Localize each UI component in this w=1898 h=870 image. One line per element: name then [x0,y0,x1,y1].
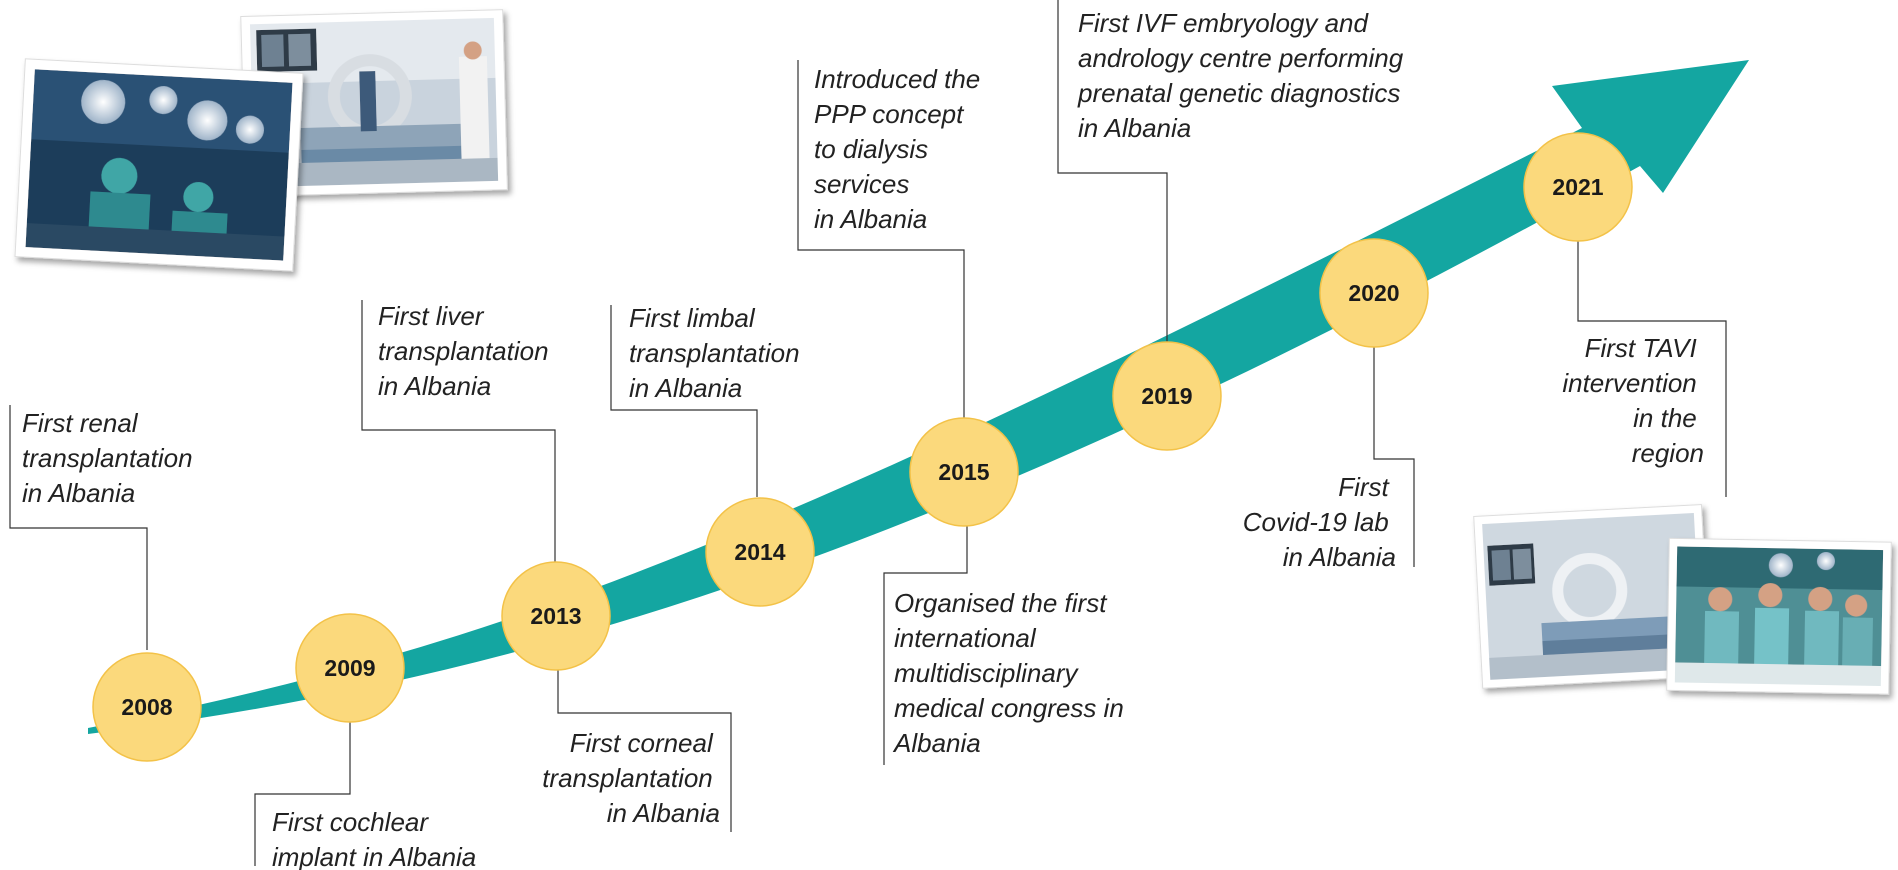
description-line: in the [1633,403,1697,433]
description-line: in Albania [814,204,927,234]
photo-cath-lab-top-left [240,9,508,197]
description-line: transplantation [629,338,800,368]
milestone-description-2014: First limbal transplantation in Albania [629,303,807,403]
description-line: First corneal [570,728,714,758]
description-line: First TAVI [1585,333,1697,363]
leader-2021 [1577,240,1727,497]
leader-2019 [1057,0,1168,350]
description-line: in Albania [607,798,720,828]
milestone-description-2020: First Covid-19 lab in Albania [1243,472,1396,572]
description-line: in Albania [629,373,742,403]
description-line: PPP concept [814,99,965,129]
description-line: Introduced the [814,64,980,94]
milestone-node-2008: 2008 [92,652,202,762]
description-line: First liver [378,301,485,331]
photo-operating-room [14,58,304,272]
description-line: First IVF embryology and [1078,8,1370,38]
milestone-description-2015-ppp: Introduced the PPP concept to dialysis s… [814,64,987,234]
milestone-description-2009: First cochlear implant in Albania [272,807,476,870]
description-line: to dialysis [814,134,928,164]
description-line: in Albania [1283,542,1396,572]
description-line: First limbal [629,303,756,333]
description-line: in Albania [22,478,135,508]
milestone-node-2015: 2015 [909,417,1019,527]
leader-2013-liver [361,300,556,562]
description-line: Covid-19 lab [1243,507,1389,537]
description-line: transplantation [378,336,549,366]
milestone-description-2021: First TAVI intervention in the region [1562,333,1704,468]
milestone-description-2013-liver: First liver transplantation in Albania [378,301,556,401]
leader-2009 [254,720,351,866]
milestone-description-2013-corneal: First corneal transplantation in Albania [542,728,720,828]
description-line: multidisciplinary [894,658,1079,688]
photo-surgical-team [1666,537,1892,695]
description-line: transplantation [542,763,713,793]
description-line: in Albania [1078,113,1191,143]
description-line: international [894,623,1037,653]
year-label: 2015 [938,459,989,485]
leader-2014 [610,305,758,497]
year-label: 2014 [734,539,785,565]
milestone-node-2019: 2019 [1112,341,1222,451]
description-line: First cochlear [272,807,429,837]
description-line: transplantation [22,443,193,473]
milestone-node-2013: 2013 [501,561,611,671]
description-line: Organised the first [894,588,1108,618]
description-line: medical congress in [894,693,1124,723]
milestone-node-2020: 2020 [1319,238,1429,348]
description-line: intervention [1562,368,1696,398]
leader-2015-congress [883,525,968,765]
timeline-arrow [88,60,1749,734]
year-label: 2008 [121,694,172,720]
year-label: 2021 [1552,174,1603,200]
description-line: First [1338,472,1390,502]
year-label: 2009 [324,655,375,681]
milestone-description-2019: First IVF embryology and andrology centr… [1077,8,1410,143]
leader-2008 [9,405,148,650]
description-line: Albania [892,728,981,758]
description-line: implant in Albania [272,842,476,870]
leader-2020 [1373,347,1415,567]
leader-2015-ppp [797,60,965,420]
milestone-node-2021: 2021 [1523,132,1633,242]
description-line: in Albania [378,371,491,401]
milestone-node-2009: 2009 [295,613,405,723]
year-label: 2013 [530,603,581,629]
description-line: services [814,169,909,199]
year-label: 2020 [1348,280,1399,306]
milestone-description-2015-congress: Organised the first international multid… [892,588,1131,758]
leader-2013-corneal [557,670,732,832]
milestone-description-2008: First renal transplantation in Albania [22,408,200,508]
photo-cath-lab-bottom-right [1473,504,1711,689]
description-line: region [1632,438,1704,468]
description-line: andrology centre performing [1078,43,1404,73]
description-line: prenatal genetic diagnostics [1077,78,1400,108]
description-line: First renal [22,408,139,438]
year-label: 2019 [1141,383,1192,409]
milestone-node-2014: 2014 [705,497,815,607]
